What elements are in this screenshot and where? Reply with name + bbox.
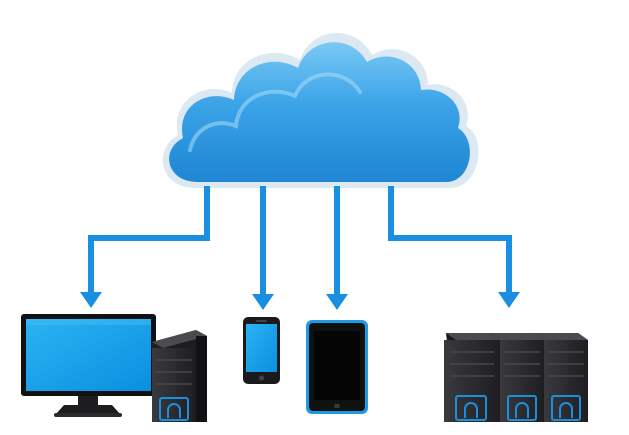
monitor-screen xyxy=(26,319,151,391)
server-tower-1 xyxy=(444,333,500,422)
arrow-to-servers xyxy=(388,186,520,308)
tablet-icon xyxy=(306,320,368,414)
pc-tower xyxy=(152,330,207,422)
tablet-screen xyxy=(314,331,360,400)
cloud-icon xyxy=(162,32,479,189)
cloud-shape xyxy=(169,42,470,182)
arrow-to-desktop xyxy=(80,186,210,308)
arrow-to-phone xyxy=(252,186,274,310)
arrow-to-tablet xyxy=(326,186,348,310)
server-tower-2 xyxy=(490,333,544,422)
desktop-computer-icon xyxy=(21,314,207,422)
phone-screen xyxy=(246,324,277,372)
server-rack-icon xyxy=(444,333,588,422)
connection-arrows xyxy=(80,186,520,310)
smartphone-icon xyxy=(243,317,280,384)
server-tower-3 xyxy=(534,333,588,422)
